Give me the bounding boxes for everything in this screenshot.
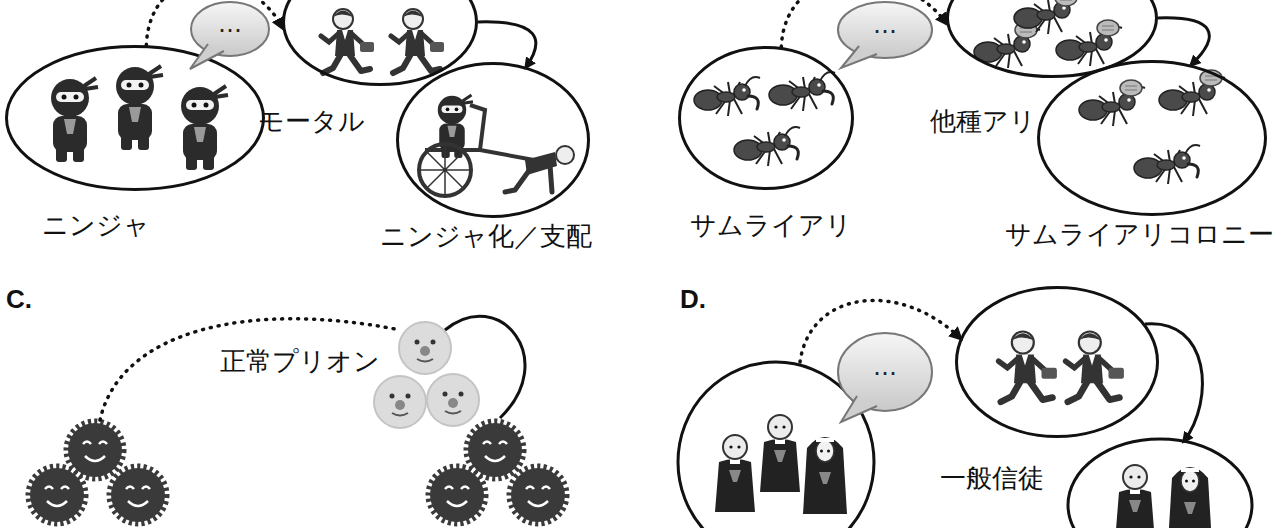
ellipse-outline (5, 45, 265, 191)
bubble-body (191, 2, 269, 56)
ellipse-border (7, 47, 264, 190)
solid-curve (445, 316, 525, 418)
running-people (321, 9, 444, 73)
abnormal-prions (30, 423, 165, 522)
ellipse-border (398, 64, 589, 217)
clergy-figures (1115, 465, 1212, 528)
bubble-tail-edge (841, 46, 877, 68)
bubble-tail (841, 396, 877, 422)
speech-text: … (837, 11, 933, 40)
caption-label: モータル (258, 106, 365, 137)
caption-label: ニンジャ化／支配 (380, 221, 592, 252)
ellipse-outline (396, 62, 590, 218)
other-ant-ellipse: 他種アリ (946, 0, 1158, 78)
ellipse-border (957, 288, 1158, 437)
samurai-ants (694, 72, 835, 166)
bubble-tail (841, 46, 877, 68)
ellipse-border (680, 48, 853, 189)
ellipse-border (1039, 62, 1266, 215)
result-ellipse: ニンジャ化／支配 (396, 62, 590, 218)
prion-label: 正常プリオン (220, 346, 380, 377)
speech-bubble: … (837, 332, 933, 412)
ellipse-outline (1037, 60, 1267, 216)
bubble-tail-edge (190, 44, 224, 69)
other-ants (974, 0, 1122, 68)
bubble-tail (190, 44, 224, 69)
dotted-curve (100, 319, 400, 420)
rickshaw-scene (419, 95, 574, 196)
solid-arrow (1158, 18, 1209, 65)
bubble-body (838, 333, 932, 411)
colony-ants (1079, 70, 1225, 184)
caption-label: サムライアリコロニー (1005, 219, 1274, 250)
panel-letter: C. (6, 284, 32, 315)
colony-ellipse: サムライアリコロニー (1037, 60, 1267, 216)
normal-prions (374, 322, 479, 428)
ellipse-outline (955, 286, 1159, 438)
bubble-body (838, 2, 932, 58)
ant-ellipse: サムライアリ (678, 46, 854, 190)
lay-ellipse: 一般信徒 (955, 286, 1159, 438)
solid-arrow (478, 22, 536, 67)
speech-bubble: … (837, 1, 933, 59)
running-people (999, 332, 1124, 402)
caption-label: ニンジャ (42, 210, 150, 241)
clergy-ellipse (1068, 439, 1252, 528)
speech-bubble: … (190, 1, 270, 57)
caption-label: 他種アリ (930, 106, 1036, 137)
ellipse-outline (946, 0, 1158, 78)
panel-letter: D. (680, 284, 706, 315)
speech-text: … (837, 353, 933, 382)
ninja-figures (51, 66, 228, 170)
converted-prions (430, 423, 565, 522)
speech-text: … (190, 10, 270, 39)
bubble-tail-edge (841, 396, 877, 422)
caption-label: サムライアリ (690, 210, 852, 241)
ninja-ellipse: ニンジャ (5, 45, 265, 191)
caption-label: 一般信徒 (940, 463, 1044, 494)
ellipse-outline (678, 46, 854, 190)
clergy-figures (715, 415, 847, 514)
